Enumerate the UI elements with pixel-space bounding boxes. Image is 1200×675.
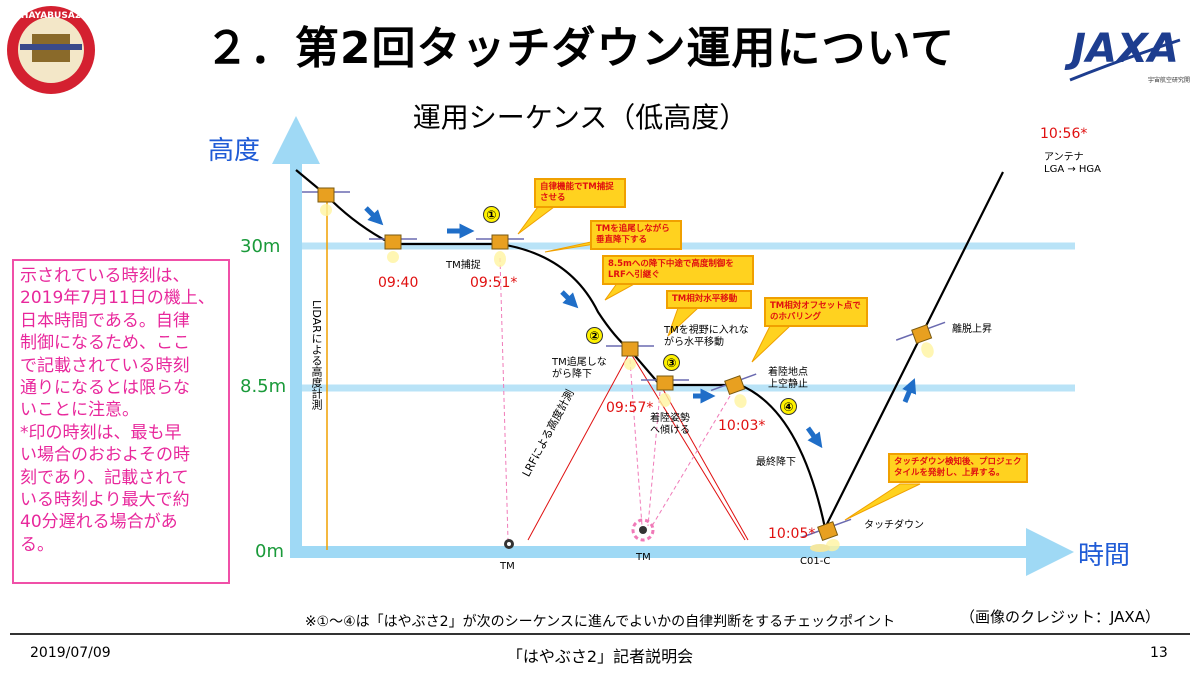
motion-arrow-6	[902, 378, 917, 403]
tm-view-label-1: TMを視野に入れな	[664, 325, 749, 336]
jaxa-logo-text: JAXA	[1064, 26, 1179, 72]
footer-event-title: 「はやぶさ2」記者説明会	[506, 647, 694, 666]
time-label: 09:51*	[470, 275, 518, 291]
checkpoint-marker: ②	[586, 327, 603, 344]
checkpoint-footnote: ※①～④は「はやぶさ2」が次のシーケンスに進んでよいかの自律判断をするチェックポ…	[304, 614, 896, 630]
note-line: る。	[20, 534, 54, 555]
sequence-subtitle: 運用シーケンス（低高度）	[412, 101, 748, 134]
note-line: 示されている時刻は、	[20, 266, 190, 286]
time-label: 09:40	[378, 275, 419, 291]
callout-vertical-descent: TMを追尾しながら垂直降下する	[590, 220, 682, 250]
spacecraft-icon	[710, 373, 757, 408]
time-label: 09:57*	[606, 400, 654, 416]
note-line: 日本時間である。自律	[20, 310, 190, 331]
callout-horizontal-move: TM相対水平移動	[666, 290, 752, 309]
checkpoint-marker: ①	[483, 206, 500, 223]
note-line: 刻であり、記載されて	[20, 467, 189, 488]
callout-pointer	[844, 483, 921, 521]
footer-date: 2019/07/09	[30, 645, 111, 661]
image-credit: （画像のクレジット：JAXA）	[960, 608, 1160, 626]
y-axis-label: 高度	[208, 136, 261, 166]
callout-pointer	[517, 203, 560, 235]
spacecraft-icon	[801, 518, 852, 552]
descent-trajectory	[295, 169, 1004, 532]
ascent-label: 離脱上昇	[952, 324, 992, 335]
note-line: *印の時刻は、最も早	[20, 422, 182, 443]
tm-track-line-1	[499, 257, 509, 541]
motion-arrow-1	[364, 206, 384, 226]
lidar-label: LIDARによる高度計測	[310, 300, 323, 410]
c01c-label: C01-C	[800, 556, 831, 567]
spacecraft-icon	[641, 375, 689, 407]
attitude-label-2: へ傾ける	[650, 425, 690, 436]
time-label: 10:03*	[718, 418, 766, 434]
target-marker-icon	[810, 544, 830, 552]
touchdown-label: タッチダウン	[864, 520, 924, 531]
footer-divider	[10, 633, 1190, 635]
note-line: 通りになるとは限らな	[20, 378, 190, 399]
spacecraft-icon	[369, 234, 417, 263]
tm-track-label-1: TM追尾しな	[552, 357, 607, 368]
target-marker-icon	[631, 518, 655, 542]
motion-arrow-5	[805, 426, 823, 449]
callout-lrf-handover: 8.5mへの降下中途で高度制御をLRFへ引継ぐ	[602, 255, 754, 285]
mission-logo-text: HAYABUSA2	[21, 11, 81, 21]
note-line: 制御になるため、ここ	[20, 333, 190, 354]
time-note-box: 示されている時刻は、 2019年7月11日の機上、 日本時間である。自律 制御に…	[12, 259, 230, 584]
slide-title: ２．第2回タッチダウン運用について	[204, 23, 956, 74]
level-label-8-5m: 8.5m	[240, 376, 287, 397]
spacecraft-icon	[302, 187, 350, 216]
callout-pointer	[751, 325, 792, 363]
level-label-0m: 0m	[255, 541, 284, 562]
time-label: 10:56*	[1040, 126, 1088, 142]
hayabusa2-mission-logo: HAYABUSA2	[7, 6, 95, 94]
lrf-line-left	[527, 351, 631, 541]
landing-point-label-1: 着陸地点	[768, 367, 808, 378]
final-descent-label: 最終降下	[756, 457, 796, 468]
tm-track-line-3	[647, 391, 661, 527]
checkpoint-marker: ③	[663, 354, 680, 371]
x-axis-label: 時間	[1078, 541, 1131, 571]
spacecraft-icon	[606, 341, 654, 370]
note-line: で記載されている時刻	[20, 355, 190, 376]
lrf-line-right	[629, 351, 746, 541]
tm-track-line-4	[651, 395, 731, 527]
landing-point-label-2: 上空静止	[768, 379, 808, 390]
note-line: い場合のおおよその時	[20, 445, 190, 466]
jaxa-logo: JAXA 宇宙航空研究開発機構	[1064, 26, 1190, 84]
callout-touchdown-detect: タッチダウン検知後、プロジェクタイルを発射し、上昇する。	[888, 453, 1028, 483]
tm-view-label-2: がら水平移動	[664, 337, 724, 348]
note-line: いる時刻より最大で約	[20, 490, 190, 511]
callout-hovering: TM相対オフセット点でのホバリング	[764, 297, 868, 327]
tm-ground-label-2: TM	[636, 552, 651, 563]
attitude-label-1: 着陸姿勢	[650, 413, 690, 424]
tm-track-label-2: がら降下	[552, 369, 592, 380]
spacecraft-icon	[476, 234, 524, 267]
note-line: いことに注意。	[20, 400, 139, 421]
time-label: 10:05*	[768, 526, 816, 542]
antenna-label-1: アンテナ	[1044, 152, 1084, 163]
level-label-30m: 30m	[240, 236, 281, 257]
lrf-line-offset	[659, 383, 749, 541]
page-number: 13	[1150, 645, 1168, 661]
motion-arrow-3	[560, 290, 579, 309]
callout-tm-capture: 自律機能でTM捕捉させる	[534, 178, 626, 208]
tm-ground-label-1: TM	[500, 561, 515, 572]
spacecraft-icon	[895, 321, 946, 358]
checkpoint-marker: ④	[780, 398, 797, 415]
note-line: 40分遅れる場合があ	[20, 512, 178, 533]
tm-capture-label: TM捕捉	[446, 260, 481, 271]
note-line: 2019年7月11日の機上、	[20, 288, 215, 309]
jaxa-logo-subtext: 宇宙航空研究開発機構	[1148, 76, 1190, 84]
target-marker-icon	[504, 539, 514, 549]
antenna-label-2: LGA → HGA	[1044, 164, 1102, 175]
